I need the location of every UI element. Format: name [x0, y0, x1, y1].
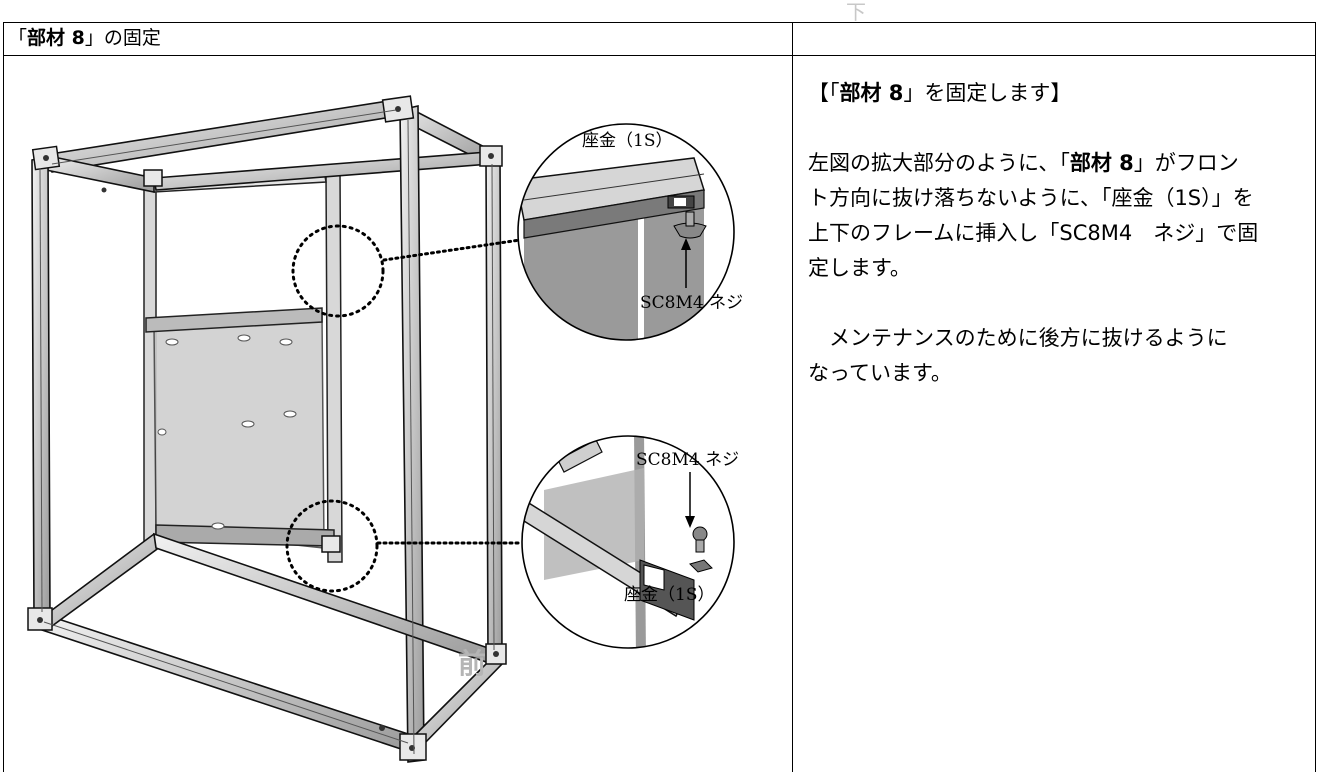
description-paragraph-2: メンテナンスのために後方に抜けるように なっています。: [808, 326, 1228, 385]
table-middle-border: [792, 22, 793, 772]
table-top-border: [3, 22, 1316, 23]
zoom-detail-bottom: SC8M4 ネジ 座金（1S）: [521, 435, 739, 649]
zoom-detail-top: 座金（1S） SC8M4 ネジ: [517, 123, 743, 341]
leader-line-top: [382, 238, 522, 262]
description-heading: 【「部材 8」を固定します】: [808, 81, 1072, 105]
highlight-circle-top: [291, 224, 385, 318]
front-direction-label: 前: [458, 647, 486, 680]
table-left-border: [3, 22, 4, 772]
table-right-border: [1315, 22, 1316, 772]
section-title-part: 部材 8: [27, 27, 85, 49]
section-title: 「部材 8」の固定: [8, 27, 161, 49]
screw-label-top: SC8M4 ネジ: [640, 293, 743, 313]
highlight-circle-bottom: [285, 499, 379, 593]
table-header-divider: [3, 55, 1316, 56]
description-panel: 【「部材 8」を固定します】 左図の拡大部分のように、「部材 8」がフロン ト方…: [808, 76, 1308, 391]
washer-label-bottom: 座金（1S）: [624, 585, 714, 605]
panel-member-8: [153, 314, 325, 549]
top-faint-label: 下: [846, 0, 866, 24]
assembly-illustration: 座金（1S） SC8M4 ネジ SC8M4 ネジ 座金（1S） 前: [27, 95, 743, 763]
screw-label-bottom: SC8M4 ネジ: [636, 450, 739, 470]
washer-label-top: 座金（1S）: [582, 131, 672, 151]
description-paragraph-1: 左図の拡大部分のように、「部材 8」がフロン ト方向に抜け落ちないように、「座金…: [808, 151, 1259, 280]
frame-back: [143, 169, 343, 563]
